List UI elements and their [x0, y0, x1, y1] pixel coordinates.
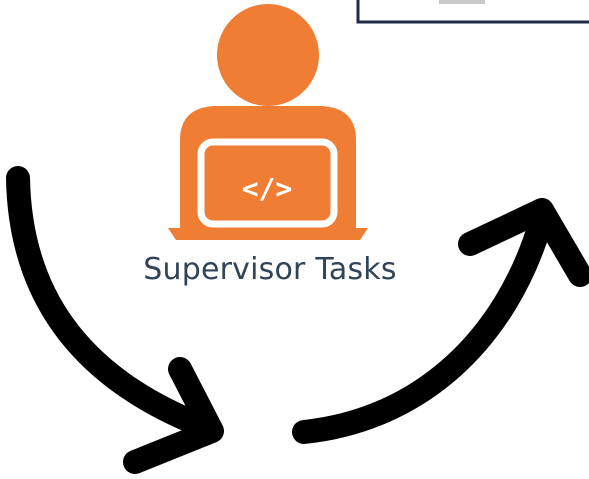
laptop-base	[168, 228, 368, 240]
left-cycle-arrow	[6, 166, 224, 474]
person-at-laptop-icon: </>	[168, 4, 368, 240]
code-brackets-icon: </>	[242, 172, 293, 205]
laptop-screen	[197, 138, 338, 228]
supervisor-tasks-caption: Supervisor Tasks	[143, 252, 397, 287]
right-cycle-arrow	[292, 198, 589, 444]
top-right-panel	[356, 0, 589, 24]
person-head	[217, 4, 319, 106]
